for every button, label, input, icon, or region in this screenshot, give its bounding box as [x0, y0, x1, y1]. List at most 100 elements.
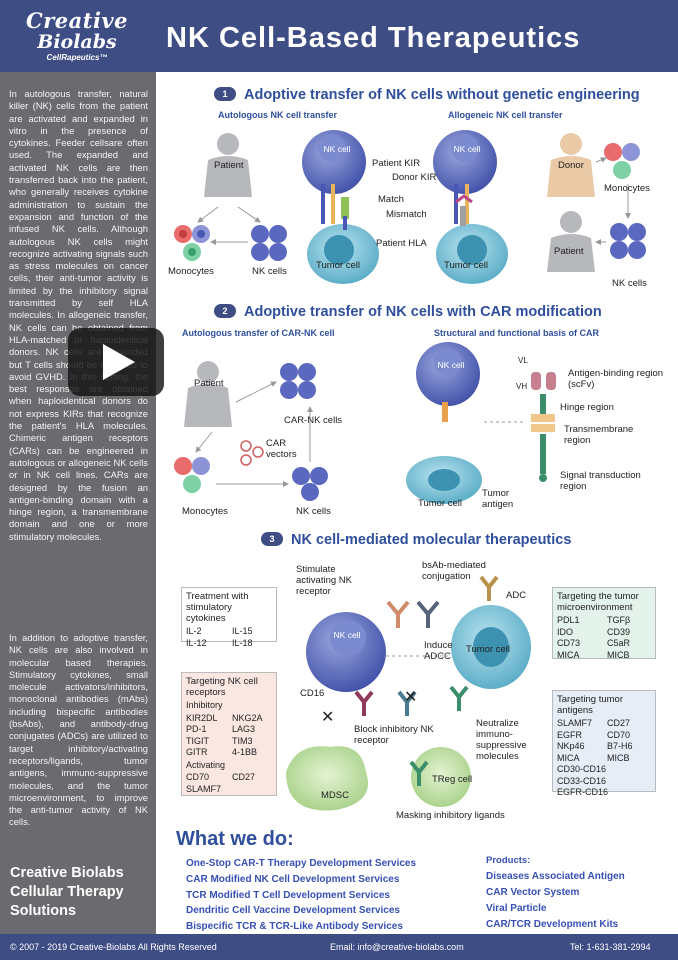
car-structure-diagram	[531, 372, 556, 482]
list-item: PD-1	[186, 724, 207, 734]
monocytes-label-3: Monocytes	[182, 506, 228, 517]
tumor-cell-2	[436, 224, 508, 284]
bsab-label: bsAb-mediated conjugation	[422, 560, 486, 582]
adc-label: ADC	[506, 590, 527, 601]
intro-paragraph-1: In autologous transfer, natural killer (…	[9, 88, 148, 542]
service-link[interactable]: Dendritic Cell Vaccine Development Servi…	[186, 905, 400, 917]
section-1-title-text: Adoptive transfer of NK cells without ge…	[244, 87, 640, 103]
list-item: CD39	[607, 626, 631, 637]
nk-cells-cluster	[251, 225, 287, 261]
patient-hla-label: Patient HLA	[376, 238, 427, 249]
car-nk-label: CAR-NK cells	[284, 415, 343, 426]
car-structure-subtitle: Structural and functional basis of CAR	[434, 328, 600, 338]
list-item: IDO	[557, 626, 574, 637]
list-item: IL-15	[232, 626, 253, 636]
sidebar: In autologous transfer, natural killer (…	[0, 72, 156, 934]
nk-cell-label-2: NK cell	[453, 144, 481, 154]
service-link[interactable]: TCR Modified T Cell Development Services	[186, 889, 390, 901]
list-item: SLAMF7	[186, 783, 222, 794]
car-autologous-subtitle: Autologous transfer of CAR-NK cell	[182, 328, 335, 338]
product-link[interactable]: Diseases Associated Antigen	[486, 871, 625, 882]
inhibitory-heading: Inhibitory	[186, 700, 223, 710]
illustration-canvas: ✕ ✕	[174, 130, 646, 811]
monocytes-cluster-3	[174, 457, 210, 493]
services-list: One-Stop CAR-T Therapy Development Servi…	[186, 856, 416, 935]
tumor-cell-molecular	[451, 605, 531, 689]
list-item: CD70	[607, 729, 631, 740]
product-link[interactable]: CAR Vector System	[486, 887, 580, 898]
tumor-cell-label-2: Tumor cell	[444, 260, 488, 271]
mdsc-cell	[286, 746, 368, 811]
product-link[interactable]: CAR/TCR Development Kits	[486, 919, 619, 930]
tumor-cell-car	[406, 456, 482, 504]
allogeneic-subtitle: Allogeneic NK cell transfer	[448, 110, 563, 120]
match-label: Match	[378, 194, 404, 205]
page-title: NK Cell-Based Therapeutics	[166, 22, 581, 54]
donor-silhouette-icon	[547, 133, 595, 197]
donor-label: Donor	[558, 160, 584, 171]
list-item: C5aR	[607, 638, 631, 648]
activating-heading: Activating	[186, 759, 226, 770]
copyright-text: © 2007 - 2019 Creative-Biolabs All Right…	[10, 942, 217, 952]
list-item: SLAMF7	[557, 718, 593, 728]
nk-cells-cluster-3	[292, 467, 328, 501]
patient-label-3: Patient	[194, 378, 224, 389]
transmembrane-label: Transmembrane region	[564, 424, 634, 446]
nk-cell-label-4: NK cell	[333, 630, 361, 640]
list-item: NKp46	[557, 741, 585, 751]
footer: © 2007 - 2019 Creative-Biolabs All Right…	[0, 934, 678, 960]
list-item: IL-2	[186, 626, 202, 636]
creative-biolabs-logo[interactable]: Creative Biolabs CellRapeutics™	[12, 10, 142, 66]
microenvironment-box-title: Targeting the tumor microenvironment	[557, 591, 639, 613]
car-nk-cell	[416, 342, 480, 422]
cytokines-box-title: Treatment with stimulatory cytokines	[186, 591, 249, 624]
list-item: TIM3	[232, 735, 253, 746]
nk-cell-label-3: NK cell	[437, 360, 465, 370]
section-1-number: 1	[214, 87, 236, 101]
sidebar-brand: Creative Biolabs Cellular Therapy Soluti…	[10, 864, 150, 921]
list-item: B7-H6	[607, 741, 633, 751]
list-item: KIR2DL	[186, 712, 218, 723]
vh-label: VH	[516, 382, 528, 391]
receptors-box: Targeting NK cell receptors Inhibitory K…	[181, 672, 277, 796]
patient-label: Patient	[214, 160, 244, 171]
service-link[interactable]: One-Stop CAR-T Therapy Development Servi…	[186, 858, 417, 869]
brand-line: Creative Biolabs	[10, 865, 124, 881]
autologous-subtitle: Autologous NK cell transfer	[218, 110, 338, 120]
nk-cells-label-3: NK cells	[296, 506, 331, 517]
intro-paragraph-2: In addition to adoptive transfer, NK cel…	[9, 632, 148, 828]
service-link[interactable]: Bispecific TCR & TCR-Like Antibody Servi…	[186, 921, 403, 933]
list-item: NKG2A	[232, 712, 263, 723]
section-3-title-text: NK cell-mediated molecular therapeutics	[291, 532, 572, 548]
list-item: CD73	[557, 638, 581, 648]
tumor-cell-1	[307, 224, 379, 284]
section-2-number: 2	[214, 304, 236, 318]
tumor-cell-label-3: Tumor cell	[418, 498, 462, 509]
email-link[interactable]: Email: info@creative-biolabs.com	[330, 942, 464, 952]
nk-cell-label: NK cell	[323, 144, 351, 154]
list-item: TGFβ	[607, 615, 631, 625]
main-content: ✕ ✕ 1 Adoptive transfer of NK cells witho…	[156, 72, 678, 934]
list-item: CD70	[186, 772, 210, 782]
patient-silhouette-icon-3	[184, 361, 232, 427]
section-1-title: 1 Adoptive transfer of NK cells without g…	[214, 87, 640, 103]
product-link[interactable]: Viral Particle	[486, 903, 547, 914]
list-item: LAG3	[232, 724, 256, 734]
monocytes-cluster	[174, 225, 210, 261]
list-item: 4-1BB	[232, 747, 258, 757]
service-link[interactable]: CAR Modified NK Cell Development Service…	[186, 873, 400, 885]
list-item: MICA	[557, 649, 580, 660]
list-item: CD27	[232, 772, 256, 782]
brand-line: Solutions	[10, 903, 77, 919]
products-list: Products: Diseases Associated Antigen CA…	[486, 853, 625, 933]
hinge-region-label: Hinge region	[560, 402, 614, 413]
list-item: EGFR	[557, 729, 583, 740]
list-item: CD27	[607, 718, 631, 728]
list-item: IL-12	[186, 637, 207, 648]
brand-line: Cellular Therapy	[10, 884, 124, 900]
video-play-button[interactable]	[68, 328, 164, 396]
tumor-cell-label: Tumor cell	[316, 260, 360, 271]
monocytes-label-2: Monocytes	[604, 183, 650, 194]
list-item: MICB	[607, 752, 630, 763]
nk-cell-allogeneic	[433, 130, 497, 194]
